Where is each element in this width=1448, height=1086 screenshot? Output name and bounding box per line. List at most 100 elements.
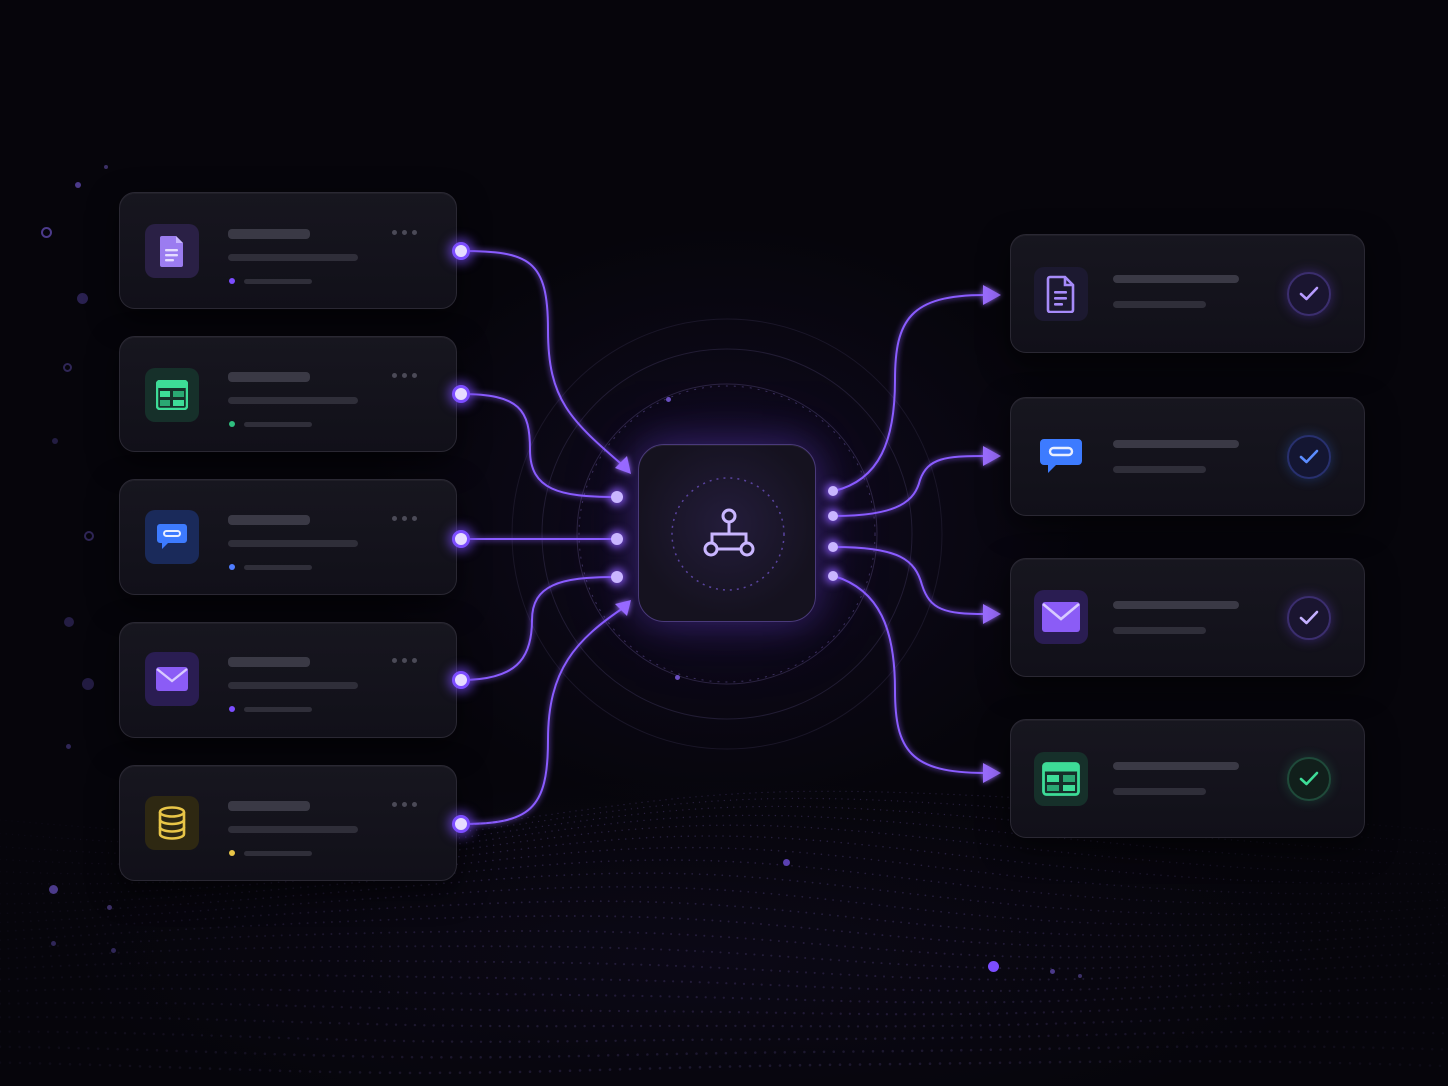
particle	[104, 165, 108, 169]
hub-ring	[511, 318, 943, 750]
hub-output-port[interactable]	[828, 542, 838, 552]
particle	[783, 859, 790, 866]
workflow-hub[interactable]	[638, 444, 816, 622]
subtitle-placeholder	[1113, 788, 1206, 795]
arrowhead	[983, 604, 1001, 624]
hub-output-port[interactable]	[828, 571, 838, 581]
particle	[51, 941, 56, 946]
particle	[64, 617, 74, 627]
output-port[interactable]	[452, 385, 470, 403]
arrowhead	[615, 456, 631, 474]
more-icon[interactable]	[392, 373, 417, 378]
status-dot	[229, 278, 235, 284]
success-badge	[1287, 596, 1331, 640]
tile	[145, 652, 199, 706]
arrowhead	[983, 763, 1001, 783]
particle	[41, 227, 52, 238]
particle	[66, 744, 71, 749]
document-icon	[160, 236, 183, 267]
subtitle-placeholder	[228, 254, 358, 261]
check-icon	[1299, 449, 1319, 464]
hub-output-port[interactable]	[828, 511, 838, 521]
title-placeholder	[1113, 601, 1239, 609]
hub-input-port[interactable]	[611, 533, 623, 545]
status-dot	[229, 421, 235, 427]
title-placeholder	[228, 515, 310, 525]
workflow-hub-icon	[671, 477, 785, 591]
mail-icon	[156, 667, 188, 691]
output-card-document[interactable]	[1010, 234, 1365, 353]
status-dot	[229, 706, 235, 712]
tile	[1034, 590, 1088, 644]
more-icon[interactable]	[392, 658, 417, 663]
input-card-mail[interactable]	[119, 622, 457, 738]
hub-rings	[511, 318, 943, 750]
tile	[145, 368, 199, 422]
input-card-document[interactable]	[119, 192, 457, 309]
arrowhead	[983, 446, 1001, 466]
title-placeholder	[1113, 762, 1239, 770]
output-card-spreadsheet[interactable]	[1010, 719, 1365, 838]
output-port[interactable]	[452, 242, 470, 260]
meta-placeholder	[244, 279, 312, 284]
subtitle-placeholder	[1113, 627, 1206, 634]
input-wire	[460, 605, 627, 825]
output-wire	[833, 546, 986, 615]
subtitle-placeholder	[1113, 301, 1206, 308]
hub-ring	[576, 383, 878, 685]
hub-output-port[interactable]	[828, 486, 838, 496]
input-card-spreadsheet[interactable]	[119, 336, 457, 452]
output-wires	[833, 294, 986, 774]
output-port[interactable]	[452, 671, 470, 689]
particle	[77, 293, 88, 304]
input-card-database[interactable]	[119, 765, 457, 881]
particle	[107, 905, 112, 910]
dotted-floor	[0, 790, 1448, 1075]
title-placeholder	[1113, 440, 1239, 448]
hub-ring-dashed	[578, 385, 876, 683]
success-badge	[1287, 757, 1331, 801]
subtitle-placeholder	[228, 826, 358, 833]
particle	[666, 397, 671, 402]
subtitle-placeholder	[1113, 466, 1206, 473]
subtitle-placeholder	[228, 682, 358, 689]
tile	[145, 510, 199, 564]
hub-input-port[interactable]	[611, 571, 623, 583]
input-wire	[460, 576, 616, 681]
particle	[1078, 974, 1082, 978]
particle	[63, 363, 72, 372]
tile	[145, 796, 199, 850]
input-wire	[460, 393, 616, 498]
output-port[interactable]	[452, 815, 470, 833]
output-wire	[833, 575, 986, 774]
particle	[1050, 969, 1055, 974]
particle	[82, 678, 94, 690]
chat-icon	[1040, 439, 1082, 473]
input-card-chat[interactable]	[119, 479, 457, 595]
arrowhead	[615, 600, 631, 616]
spreadsheet-icon	[1042, 762, 1080, 796]
output-wire	[833, 294, 986, 492]
more-icon[interactable]	[392, 230, 417, 235]
output-card-mail[interactable]	[1010, 558, 1365, 677]
check-icon	[1299, 286, 1319, 301]
particle	[75, 182, 81, 188]
output-card-chat[interactable]	[1010, 397, 1365, 516]
tile	[1034, 752, 1088, 806]
meta-placeholder	[244, 565, 312, 570]
particle	[52, 438, 58, 444]
output-port[interactable]	[452, 530, 470, 548]
more-icon[interactable]	[392, 802, 417, 807]
hub-input-port[interactable]	[611, 491, 623, 503]
title-placeholder	[228, 657, 310, 667]
particle	[84, 531, 94, 541]
chat-icon	[157, 524, 187, 549]
particle	[49, 885, 58, 894]
hub-ring	[541, 348, 913, 720]
database-icon	[158, 806, 186, 840]
subtitle-placeholder	[228, 540, 358, 547]
input-wires	[460, 250, 627, 825]
success-badge	[1287, 272, 1331, 316]
more-icon[interactable]	[392, 516, 417, 521]
check-icon	[1299, 771, 1319, 786]
